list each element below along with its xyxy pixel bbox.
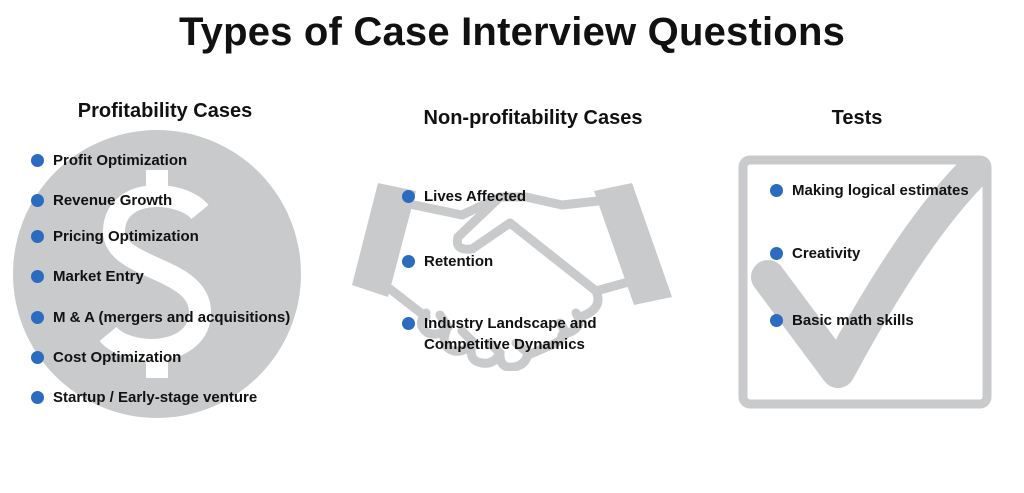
- bullet-icon: [31, 351, 44, 364]
- list-item-label: Startup / Early-stage venture: [53, 389, 258, 406]
- bullet-icon: [402, 190, 415, 203]
- list-item-label: Industry Landscape and Competitive Dynam…: [424, 315, 597, 353]
- list-item: Making logical estimates: [770, 180, 969, 201]
- list-item-label: Lives Affected: [424, 188, 526, 205]
- bullet-icon: [770, 247, 783, 260]
- list-item: Basic math skills: [770, 310, 914, 331]
- list-item-label: M & A (mergers and acquisitions): [53, 309, 291, 326]
- checkbox-checkmark-icon: [738, 155, 992, 409]
- bullet-icon: [31, 270, 44, 283]
- bullet-icon: [770, 314, 783, 327]
- bullet-icon: [31, 230, 44, 243]
- bullet-icon: [402, 255, 415, 268]
- list-item-label: Cost Optimization: [53, 349, 182, 366]
- page-title: Types of Case Interview Questions: [178, 10, 846, 54]
- list-item: M & A (mergers and acquisitions): [31, 307, 290, 328]
- bullet-icon: [31, 391, 44, 404]
- list-item: Creativity: [770, 243, 860, 264]
- bullet-icon: [31, 194, 44, 207]
- bullet-icon: [31, 311, 44, 324]
- handshake-icon: [352, 183, 672, 371]
- list-item-label: Basic math skills: [792, 312, 914, 329]
- tests-heading: Tests: [831, 107, 883, 129]
- list-item: Market Entry: [31, 266, 144, 287]
- list-item: Lives Affected: [402, 186, 526, 207]
- list-item: Profit Optimization: [31, 150, 187, 171]
- list-item-label: Revenue Growth: [53, 192, 173, 209]
- non-profitability-heading: Non-profitability Cases: [423, 107, 643, 129]
- list-item-label: Making logical estimates: [792, 182, 969, 199]
- list-item: Pricing Optimization: [31, 226, 199, 247]
- bullet-icon: [402, 317, 415, 330]
- list-item-label: Creativity: [792, 245, 861, 262]
- list-item-label: Retention: [424, 253, 494, 270]
- list-item: Cost Optimization: [31, 347, 181, 368]
- profitability-heading: Profitability Cases: [77, 100, 253, 122]
- list-item: Revenue Growth: [31, 190, 172, 211]
- dollar-coin-icon: [13, 130, 301, 418]
- list-item: Retention: [402, 251, 493, 272]
- list-item-label: Market Entry: [53, 268, 144, 285]
- list-item-label: Profit Optimization: [53, 152, 188, 169]
- list-item: Industry Landscape and Competitive Dynam…: [402, 313, 614, 355]
- bullet-icon: [31, 154, 44, 167]
- bullet-icon: [770, 184, 783, 197]
- list-item-label: Pricing Optimization: [53, 228, 199, 245]
- list-item: Startup / Early-stage venture: [31, 387, 257, 408]
